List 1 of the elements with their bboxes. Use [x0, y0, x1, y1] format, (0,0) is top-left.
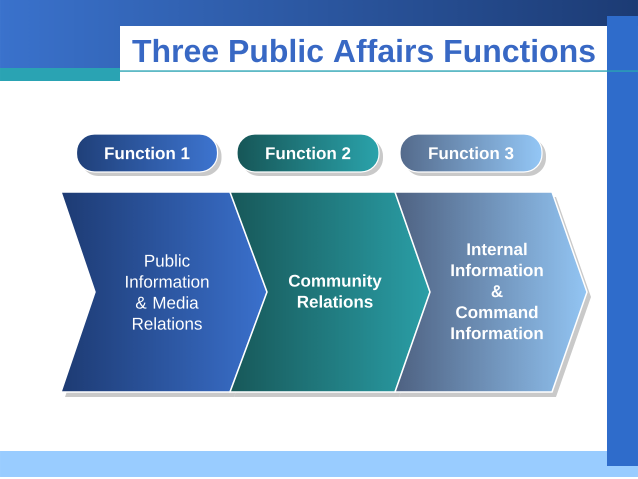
- title: Three Public Affairs Functions: [132, 38, 595, 62]
